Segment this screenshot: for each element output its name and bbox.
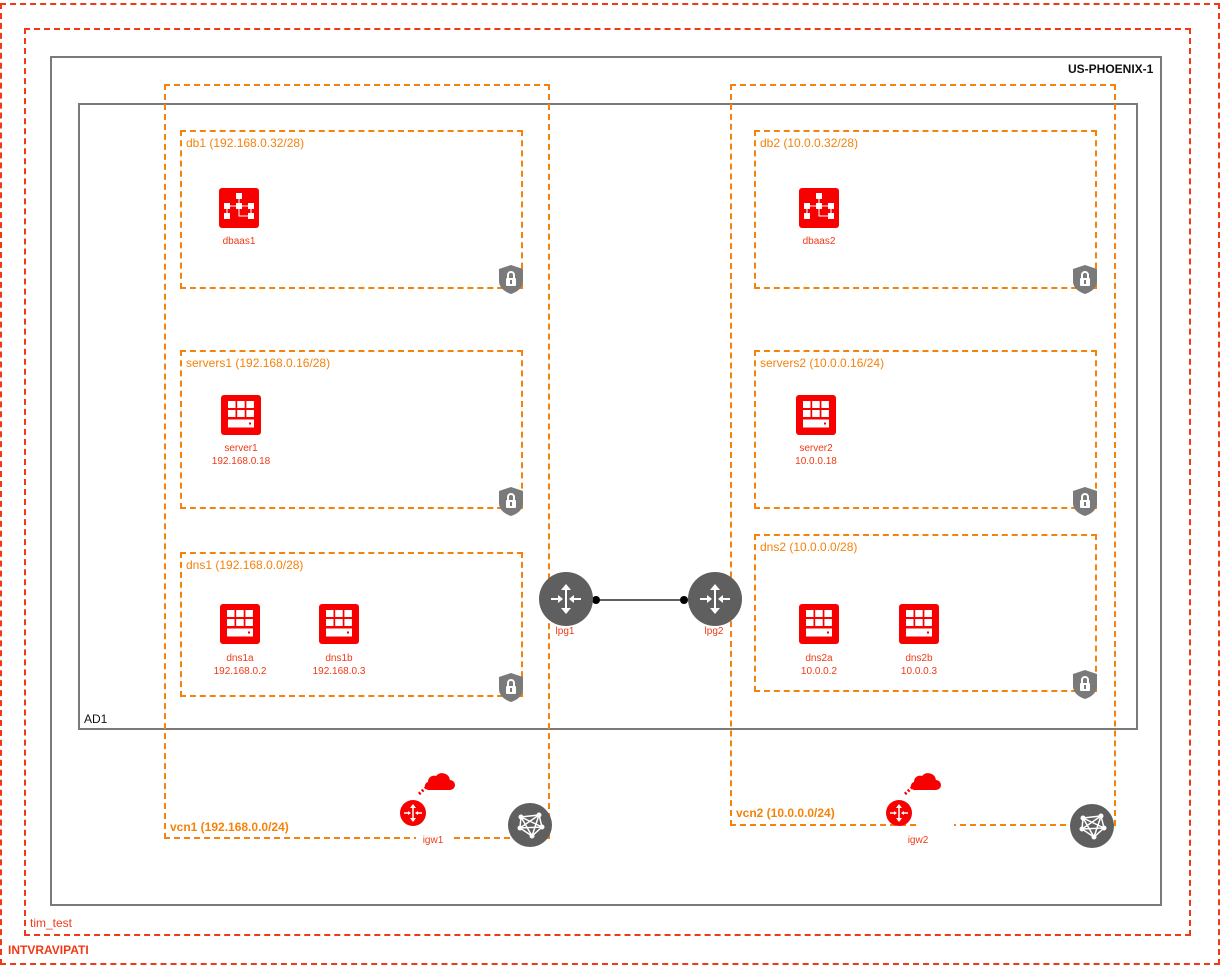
igw1-label: igw1 xyxy=(416,834,450,847)
subnet-db2-label: db2 (10.0.0.32/28) xyxy=(760,136,859,150)
node-dns2a-name: dns2a xyxy=(805,653,833,664)
security-list-shield-icon[interactable] xyxy=(1073,265,1097,295)
vcn2-label: vcn2 (10.0.0.0/24) xyxy=(736,806,835,820)
server-icon[interactable] xyxy=(221,395,261,435)
node-dbaas1-name: dbaas1 xyxy=(222,236,256,247)
vcn-network-icon[interactable] xyxy=(508,803,552,847)
subnet-db1[interactable] xyxy=(180,130,523,289)
node-dns1b-name: dns1b xyxy=(325,653,353,664)
database-icon[interactable] xyxy=(219,188,259,228)
subnet-servers1[interactable] xyxy=(180,350,523,509)
subnet-dns1-label: dns1 (192.168.0.0/28) xyxy=(186,558,304,572)
node-server2-name: server2 xyxy=(799,443,833,454)
tenancy-label: INTVRAVIPATI xyxy=(8,943,89,957)
connector-endpoint xyxy=(680,596,688,604)
internet-gateway-icon[interactable] xyxy=(398,771,470,830)
compartment-container xyxy=(24,28,1191,936)
security-list-shield-icon[interactable] xyxy=(1073,487,1097,517)
server-icon[interactable] xyxy=(796,395,836,435)
subnet-servers1-label: servers1 (192.168.0.16/28) xyxy=(186,356,331,370)
node-dns2b-ip: 10.0.0.3 xyxy=(900,666,938,677)
node-server1-ip: 192.168.0.18 xyxy=(211,456,271,467)
region-label: US-PHOENIX-1 xyxy=(1068,62,1154,76)
server-icon[interactable] xyxy=(899,604,939,644)
vcn1-label: vcn1 (192.168.0.0/24) xyxy=(170,820,289,834)
region-container xyxy=(50,56,1162,906)
availability-domain-container xyxy=(78,103,1138,730)
node-dns1b-ip: 192.168.0.3 xyxy=(312,666,366,677)
router-icon[interactable] xyxy=(539,572,593,626)
server-icon[interactable] xyxy=(220,604,260,644)
tenancy-container xyxy=(0,3,1220,965)
security-list-shield-icon[interactable] xyxy=(499,487,523,517)
node-dns2a-ip: 10.0.0.2 xyxy=(800,666,838,677)
lpg-peering-connector[interactable] xyxy=(590,594,690,606)
vcn2-border-gap xyxy=(916,820,954,828)
security-list-shield-icon[interactable] xyxy=(499,265,523,295)
node-dns1a-name: dns1a xyxy=(226,653,254,664)
node-server2-ip: 10.0.0.18 xyxy=(795,456,837,467)
subnet-db1-label: db1 (192.168.0.32/28) xyxy=(186,136,305,150)
node-dbaas2-name: dbaas2 xyxy=(802,236,836,247)
subnet-dns1[interactable] xyxy=(180,552,523,697)
node-dns1a-ip: 192.168.0.2 xyxy=(213,666,267,677)
vcn-network-icon[interactable] xyxy=(1070,804,1114,848)
subnet-db2[interactable] xyxy=(754,130,1097,289)
subnet-servers2[interactable] xyxy=(754,350,1097,509)
compartment-label: tim_test xyxy=(30,916,73,930)
server-icon[interactable] xyxy=(319,604,359,644)
connector-endpoint xyxy=(592,596,600,604)
igw2-label: igw2 xyxy=(907,835,929,846)
server-icon[interactable] xyxy=(799,604,839,644)
database-icon[interactable] xyxy=(799,188,839,228)
subnet-servers2-label: servers2 (10.0.0.16/24) xyxy=(760,356,885,370)
node-dns2b-name: dns2b xyxy=(905,653,933,664)
node-server1-name: server1 xyxy=(224,443,258,454)
lpg1-label: lpg1 xyxy=(555,626,575,637)
security-list-shield-icon[interactable] xyxy=(499,673,523,703)
subnet-dns2-label: dns2 (10.0.0.0/28) xyxy=(760,540,858,554)
availability-domain-label: AD1 xyxy=(84,712,108,726)
router-icon[interactable] xyxy=(688,572,742,626)
subnet-dns2[interactable] xyxy=(754,534,1097,692)
lpg2-label: lpg2 xyxy=(704,626,724,637)
vcn1-container[interactable] xyxy=(164,84,550,839)
security-list-shield-icon[interactable] xyxy=(1073,670,1097,700)
